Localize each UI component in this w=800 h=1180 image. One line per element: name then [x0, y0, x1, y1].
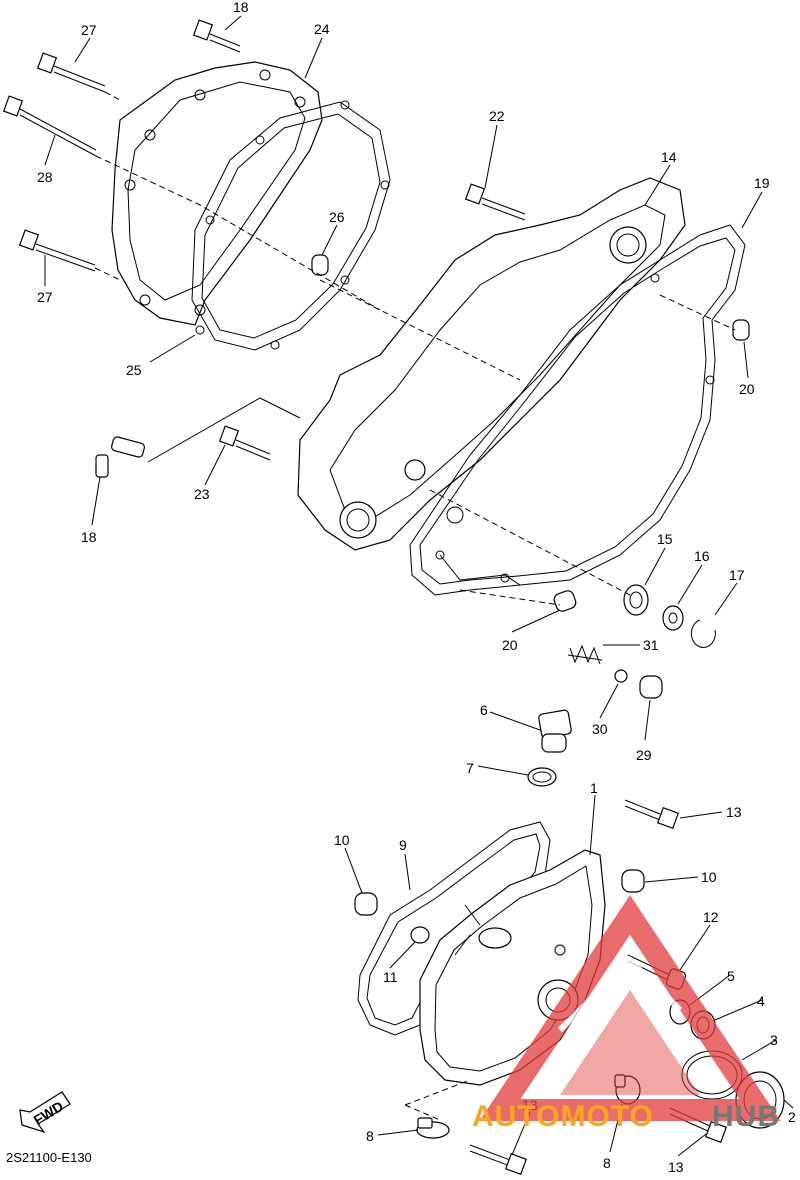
crankcase-cover-14 [297, 177, 686, 551]
callout-11: 11 [383, 969, 398, 985]
callout-7: 7 [466, 760, 474, 776]
callout-24: 25 [126, 362, 142, 378]
dowel-pin-20-lower [553, 590, 577, 612]
o-ring-11 [410, 926, 430, 944]
ball-30 [614, 669, 628, 683]
callout-12: 12 [703, 909, 719, 925]
callout-31: 31 [643, 637, 659, 653]
callout-15: 15 [657, 531, 673, 547]
callout-13-top: 13 [726, 804, 742, 820]
callout-27-bottom: 27 [37, 289, 53, 305]
callout-25: 26 [329, 209, 345, 225]
automotohub-watermark [479, 895, 781, 1121]
callout-6: 6 [480, 702, 488, 718]
callout-5: 5 [727, 968, 735, 984]
oil-filler-cap-6 [538, 709, 572, 753]
callout-20-upper: 20 [739, 381, 755, 397]
callout-14: 14 [661, 149, 677, 165]
water-pump-cover-1 [419, 849, 606, 1086]
hose-clamp-8-right [614, 1074, 641, 1105]
dowel-pin-10-left [354, 892, 378, 916]
bolt-28 [2, 95, 97, 157]
washer-16 [662, 605, 684, 631]
bolt-27-bottom [18, 229, 96, 272]
bolt-21 [464, 183, 526, 221]
fwd-arrow-icon [19, 1091, 71, 1134]
callout-10-left: 10 [334, 832, 350, 848]
oil-seal-15 [623, 584, 649, 616]
spring-31 [567, 644, 603, 665]
outer-cover-23 [111, 61, 323, 326]
o-ring-7 [527, 767, 557, 787]
callout-18: 18 [81, 529, 97, 545]
dowel-pin-10-right [621, 869, 645, 893]
callout-1: 1 [590, 780, 598, 796]
callout-9: 9 [399, 837, 407, 853]
callout-30: 30 [592, 721, 608, 737]
callout-10-right: 10 [701, 869, 717, 885]
circlip-17 [690, 619, 716, 648]
callout-8-right: 8 [603, 1155, 611, 1171]
dowel-pin-25 [311, 254, 329, 276]
callout-3: 3 [770, 1032, 778, 1048]
gasket-24 [191, 100, 391, 351]
callout-22: 23 [194, 486, 210, 502]
callout-27-top: 27 [81, 22, 97, 38]
callout-20-lower: 20 [502, 637, 518, 653]
watermark-text-a: AUTOMOTO [472, 1100, 654, 1133]
callout-2: 2 [788, 1109, 796, 1125]
bolt-27-top [36, 52, 106, 93]
bolt-13-top [624, 799, 680, 830]
bolt-22 [218, 425, 271, 461]
callout-28: 28 [37, 169, 53, 185]
hose-clamp-8-left [416, 1117, 450, 1139]
callout-21: 22 [489, 108, 505, 124]
fitting-18 [95, 436, 145, 478]
dowel-pin-20-upper [732, 319, 750, 341]
callout-29: 29 [636, 747, 652, 763]
collar-29 [639, 675, 663, 699]
callout-4: 4 [757, 993, 765, 1009]
callout-8-left: 8 [366, 1128, 374, 1144]
callout-17: 17 [729, 567, 745, 583]
callout-19: 19 [754, 175, 770, 191]
gasket-19 [409, 224, 746, 596]
callout-16: 16 [694, 548, 710, 564]
bolt-26 [192, 19, 241, 53]
watermark-logo: AUTOMOTO HUB [472, 1100, 780, 1133]
callout-13-bottom-right: 13 [668, 1159, 684, 1175]
callout-26: 18 [233, 0, 249, 15]
callout-23: 24 [314, 21, 330, 37]
bolt-13-bottom-left [469, 1144, 528, 1176]
drawing-code: 2S21100-E130 [6, 1150, 92, 1165]
watermark-text-b: HUB [712, 1100, 780, 1133]
